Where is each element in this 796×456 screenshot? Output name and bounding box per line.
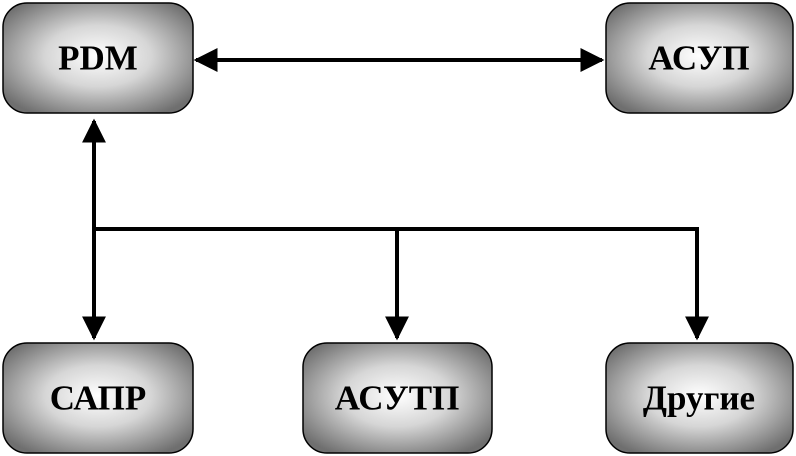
node-pdm-label: PDM [58, 39, 138, 78]
node-other: Другие [605, 342, 794, 454]
node-asutp-label: АСУТП [335, 379, 460, 418]
node-asutp: АСУТП [302, 342, 493, 454]
node-sapr-label: САПР [50, 379, 147, 418]
node-other-label: Другие [643, 379, 755, 418]
node-sapr: САПР [2, 342, 194, 454]
connectors [82, 48, 709, 341]
node-asup: АСУП [605, 2, 794, 114]
node-pdm: PDM [2, 2, 194, 114]
node-asup-label: АСУП [648, 39, 749, 78]
